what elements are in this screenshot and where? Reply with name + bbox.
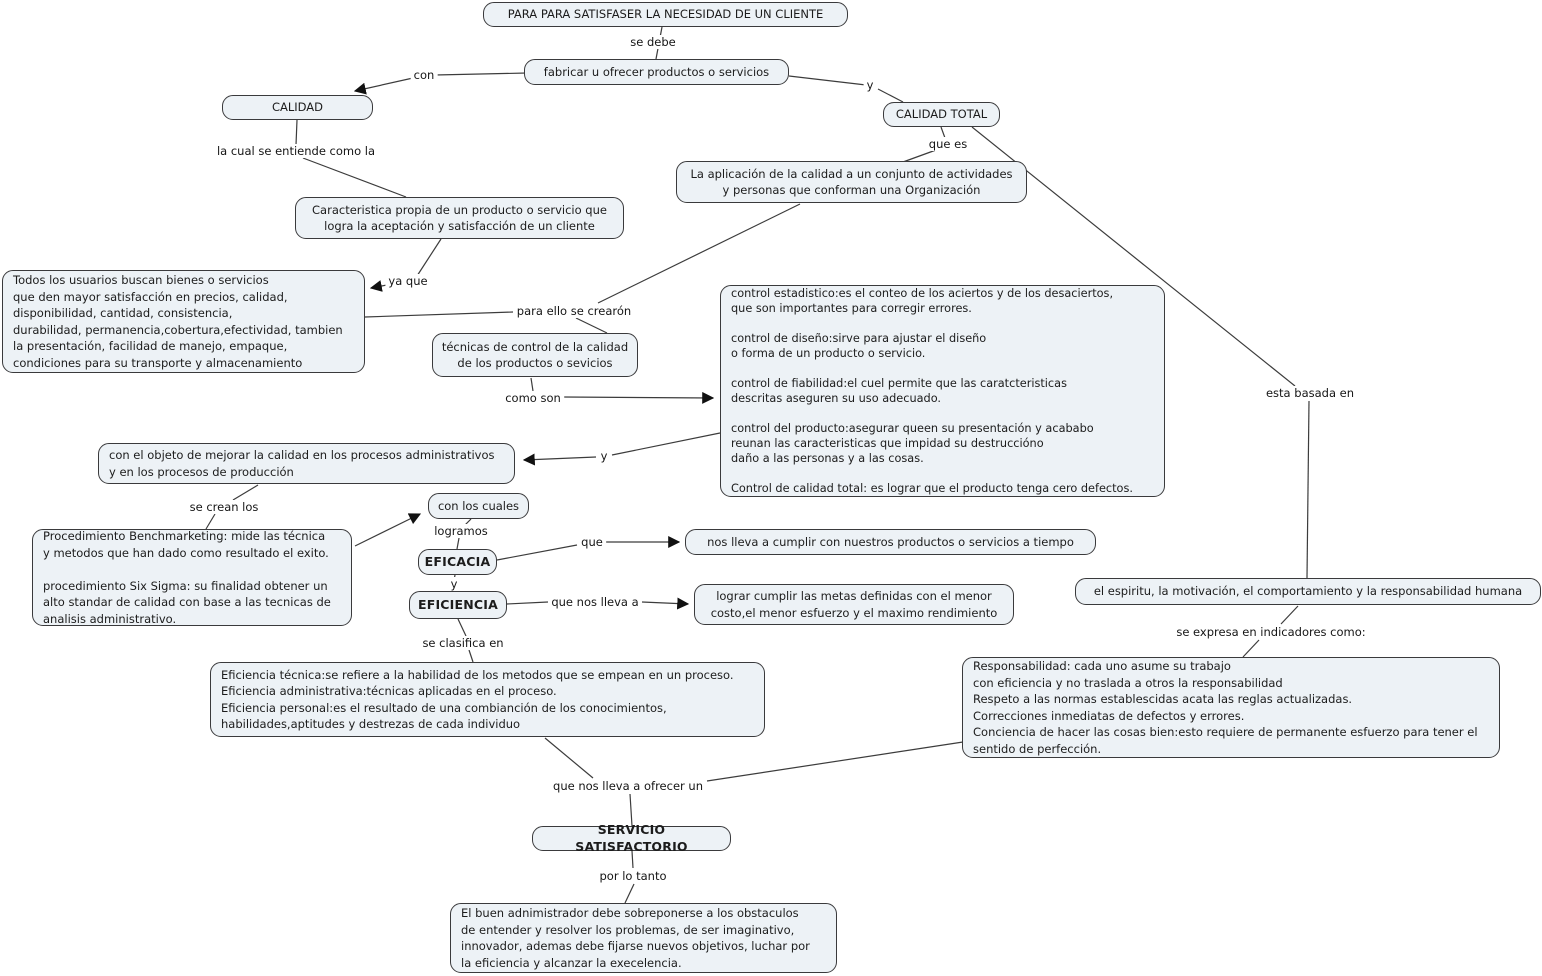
node-aplicacion-calidad[interactable]: La aplicación de la calidad a un conjunt… — [676, 161, 1027, 203]
link-label-se-clasifica[interactable]: se clasifica en — [419, 636, 507, 650]
link-label-como-son[interactable]: como son — [502, 391, 564, 405]
link-label-se-expresa[interactable]: se expresa en indicadores como: — [1173, 625, 1369, 639]
node-con-los-cuales[interactable]: con los cuales — [428, 493, 529, 519]
link-label-y-1[interactable]: y — [863, 78, 877, 92]
node-necesidad-cliente[interactable]: PARA PARA SATISFASER LA NECESIDAD DE UN … — [483, 2, 848, 27]
link-label-ya-que[interactable]: ya que — [385, 274, 431, 288]
link-label-y-2[interactable]: y — [597, 449, 611, 463]
node-procedimientos[interactable]: Procedimiento Benchmarketing: mide las t… — [32, 529, 352, 626]
link-label-para-ello[interactable]: para ello se crearón — [513, 304, 635, 318]
node-buen-administrador[interactable]: El buen adnimistrador debe sobreponerse … — [450, 903, 837, 973]
link-label-con[interactable]: con — [410, 68, 438, 82]
node-caracteristica[interactable]: Caracteristica propia de un producto o s… — [295, 197, 624, 239]
node-servicio-satisfactorio[interactable]: SERVICIO SATISFACTORIO — [532, 822, 731, 854]
link-label-que-es[interactable]: que es — [925, 137, 971, 151]
link-label-se-debe[interactable]: se debe — [627, 35, 679, 49]
node-eficacia[interactable]: EFICACIA — [418, 549, 497, 575]
link-label-que[interactable]: que — [578, 535, 606, 549]
node-clases-eficiencia[interactable]: Eficiencia técnica:se refiere a la habil… — [210, 662, 765, 737]
link-label-la-cual[interactable]: la cual se entiende como la — [213, 144, 379, 158]
link-label-y-3[interactable]: y — [447, 577, 461, 591]
node-indicadores-responsabilidad[interactable]: Responsabilidad: cada uno asume su traba… — [962, 657, 1500, 758]
node-usuarios-buscan[interactable]: Todos los usuarios buscan bienes o servi… — [2, 270, 365, 373]
node-calidad-total[interactable]: CALIDAD TOTAL — [883, 102, 1000, 127]
node-fabricar-productos[interactable]: fabricar u ofrecer productos o servicios — [524, 59, 789, 85]
node-espiritu-motivacion[interactable]: el espiritu, la motivación, el comportam… — [1075, 578, 1541, 605]
link-label-por-lo-tanto[interactable]: por lo tanto — [596, 869, 670, 883]
link-label-que-nos-lleva[interactable]: que nos lleva a — [548, 595, 642, 609]
node-con-objeto-mejorar[interactable]: con el objeto de mejorar la calidad en l… — [98, 443, 515, 484]
node-tipos-de-control[interactable]: control estadistico:es el conteo de los … — [720, 285, 1165, 497]
link-label-que-ofrecer[interactable]: que nos lleva a ofrecer un — [550, 779, 706, 793]
node-tecnicas-control[interactable]: técnicas de control de la calidad de los… — [432, 333, 638, 377]
node-lograr-metas[interactable]: lograr cumplir las metas definidas con e… — [694, 584, 1014, 625]
link-label-se-crean[interactable]: se crean los — [186, 500, 262, 514]
node-calidad[interactable]: CALIDAD — [222, 95, 373, 120]
link-label-logramos[interactable]: logramos — [431, 524, 491, 538]
node-eficiencia[interactable]: EFICIENCIA — [409, 591, 507, 619]
link-label-esta-basada[interactable]: esta basada en — [1262, 386, 1358, 400]
node-cumplir-a-tiempo[interactable]: nos lleva a cumplir con nuestros product… — [685, 529, 1096, 555]
